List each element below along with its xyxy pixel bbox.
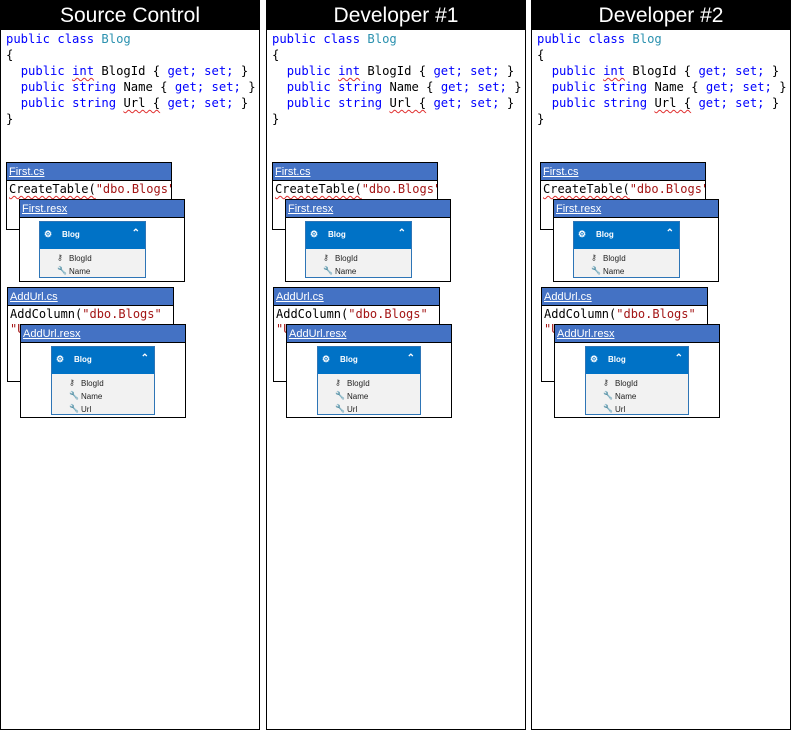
entity-header: ⚙ Blog ⌃ — [574, 222, 679, 249]
wrench-icon: 🔧 — [603, 404, 613, 413]
entity-header: ⚙ Blog ⌃ — [586, 347, 688, 374]
chevron-up-icon[interactable]: ⌃ — [674, 353, 683, 364]
wrench-icon: 🔧 — [591, 266, 601, 275]
entity-blog: ⚙ Blog ⌃ ⚷BlogId 🔧Name — [39, 221, 146, 278]
file-code-addurl-cs: AddColumn("dbo.Blogs" — [10, 307, 162, 321]
entity-icon: ⚙ — [310, 229, 319, 239]
file-first-resx[interactable]: First.resx ⚙ Blog ⌃ ⚷BlogId 🔧Name — [19, 199, 185, 282]
file-code-first-cs: CreateTable("dbo.Blogs" — [275, 182, 438, 196]
file-title-addurl-resx: AddUrl.resx — [21, 325, 185, 343]
code-block: public class Blog { public int BlogId { … — [6, 32, 256, 126]
entity-prop: 🔧Name — [591, 266, 625, 276]
file-first-resx[interactable]: First.resx ⚙ Blog ⌃ ⚷BlogId 🔧Name — [285, 199, 451, 282]
entity-blog: ⚙ Blog ⌃ ⚷BlogId 🔧Name — [305, 221, 412, 278]
file-title-addurl-cs: AddUrl.cs — [274, 288, 439, 306]
file-title-first-cs: First.cs — [541, 163, 705, 181]
entity-prop: ⚷BlogId — [335, 378, 370, 388]
entity-prop: 🔧Url — [69, 404, 92, 414]
file-title-first-cs: First.cs — [273, 163, 437, 181]
wrench-icon: 🔧 — [335, 391, 345, 400]
entity-prop: 🔧Name — [603, 391, 637, 401]
entity-blog: ⚙ Blog ⌃ ⚷BlogId 🔧Name 🔧Url — [585, 346, 689, 415]
file-title-addurl-resx: AddUrl.resx — [555, 325, 719, 343]
entity-prop: 🔧Name — [57, 266, 91, 276]
entity-icon: ⚙ — [44, 229, 53, 239]
entity-blog: ⚙ Blog ⌃ ⚷BlogId 🔧Name 🔧Url — [51, 346, 155, 415]
entity-prop: ⚷BlogId — [323, 253, 358, 263]
file-addurl-resx[interactable]: AddUrl.resx ⚙ Blog ⌃ ⚷BlogId 🔧Name 🔧Url — [286, 324, 452, 418]
file-title-first-resx: First.resx — [554, 200, 718, 218]
entity-prop: 🔧Name — [335, 391, 369, 401]
file-code-addurl-cs: AddColumn("dbo.Blogs" — [544, 307, 696, 321]
entity-icon: ⚙ — [322, 354, 331, 364]
code-block: public class Blog { public int BlogId { … — [272, 32, 522, 126]
entity-prop: 🔧Url — [603, 404, 626, 414]
file-addurl-resx[interactable]: AddUrl.resx ⚙ Blog ⌃ ⚷BlogId 🔧Name 🔧Url — [554, 324, 720, 418]
entity-props: ⚷BlogId 🔧Name 🔧Url — [52, 374, 154, 416]
entity-prop: ⚷BlogId — [603, 378, 638, 388]
chevron-up-icon[interactable]: ⌃ — [665, 228, 674, 239]
entity-props: ⚷BlogId 🔧Name — [574, 249, 679, 278]
chevron-up-icon[interactable]: ⌃ — [140, 353, 149, 364]
wrench-icon: 🔧 — [323, 266, 333, 275]
entity-prop: ⚷BlogId — [57, 253, 92, 263]
file-code-first-cs: CreateTable("dbo.Blogs" — [9, 182, 172, 196]
wrench-icon: 🔧 — [69, 404, 79, 413]
chevron-up-icon[interactable]: ⌃ — [406, 353, 415, 364]
key-icon: ⚷ — [69, 378, 75, 387]
entity-props: ⚷BlogId 🔧Name — [306, 249, 411, 278]
entity-header: ⚙ Blog ⌃ — [306, 222, 411, 249]
wrench-icon: 🔧 — [335, 404, 345, 413]
file-title-first-cs: First.cs — [7, 163, 171, 181]
entity-prop: 🔧Url — [335, 404, 358, 414]
entity-header: ⚙ Blog ⌃ — [40, 222, 145, 249]
entity-header: ⚙ Blog ⌃ — [52, 347, 154, 374]
file-first-resx[interactable]: First.resx ⚙ Blog ⌃ ⚷BlogId 🔧Name — [553, 199, 719, 282]
key-icon: ⚷ — [591, 253, 597, 262]
file-title-addurl-cs: AddUrl.cs — [8, 288, 173, 306]
file-code-addurl-cs: AddColumn("dbo.Blogs" — [276, 307, 428, 321]
file-title-first-resx: First.resx — [286, 200, 450, 218]
wrench-icon: 🔧 — [69, 391, 79, 400]
code-block: public class Blog { public int BlogId { … — [537, 32, 787, 126]
entity-props: ⚷BlogId 🔧Name 🔧Url — [586, 374, 688, 416]
key-icon: ⚷ — [603, 378, 609, 387]
key-icon: ⚷ — [335, 378, 341, 387]
entity-blog: ⚙ Blog ⌃ ⚷BlogId 🔧Name — [573, 221, 680, 278]
entity-icon: ⚙ — [578, 229, 587, 239]
entity-icon: ⚙ — [56, 354, 65, 364]
entity-icon: ⚙ — [590, 354, 599, 364]
wrench-icon: 🔧 — [603, 391, 613, 400]
entity-props: ⚷BlogId 🔧Name — [40, 249, 145, 278]
chevron-up-icon[interactable]: ⌃ — [397, 228, 406, 239]
entity-prop: ⚷BlogId — [69, 378, 104, 388]
column-title: Source Control — [1, 1, 259, 30]
chevron-up-icon[interactable]: ⌃ — [131, 228, 140, 239]
file-title-addurl-resx: AddUrl.resx — [287, 325, 451, 343]
key-icon: ⚷ — [323, 253, 329, 262]
file-title-first-resx: First.resx — [20, 200, 184, 218]
key-icon: ⚷ — [57, 253, 63, 262]
column-title: Developer #1 — [267, 1, 525, 30]
entity-prop: ⚷BlogId — [591, 253, 626, 263]
file-code-first-cs: CreateTable("dbo.Blogs" — [543, 182, 706, 196]
entity-prop: 🔧Name — [323, 266, 357, 276]
entity-blog: ⚙ Blog ⌃ ⚷BlogId 🔧Name 🔧Url — [317, 346, 421, 415]
column-title: Developer #2 — [532, 1, 790, 30]
entity-prop: 🔧Name — [69, 391, 103, 401]
file-title-addurl-cs: AddUrl.cs — [542, 288, 707, 306]
entity-props: ⚷BlogId 🔧Name 🔧Url — [318, 374, 420, 416]
file-addurl-resx[interactable]: AddUrl.resx ⚙ Blog ⌃ ⚷BlogId 🔧Name 🔧Url — [20, 324, 186, 418]
file-first-cs[interactable]: First.cs CreateTable("dbo.Blogs" — [540, 162, 706, 230]
entity-header: ⚙ Blog ⌃ — [318, 347, 420, 374]
wrench-icon: 🔧 — [57, 266, 67, 275]
